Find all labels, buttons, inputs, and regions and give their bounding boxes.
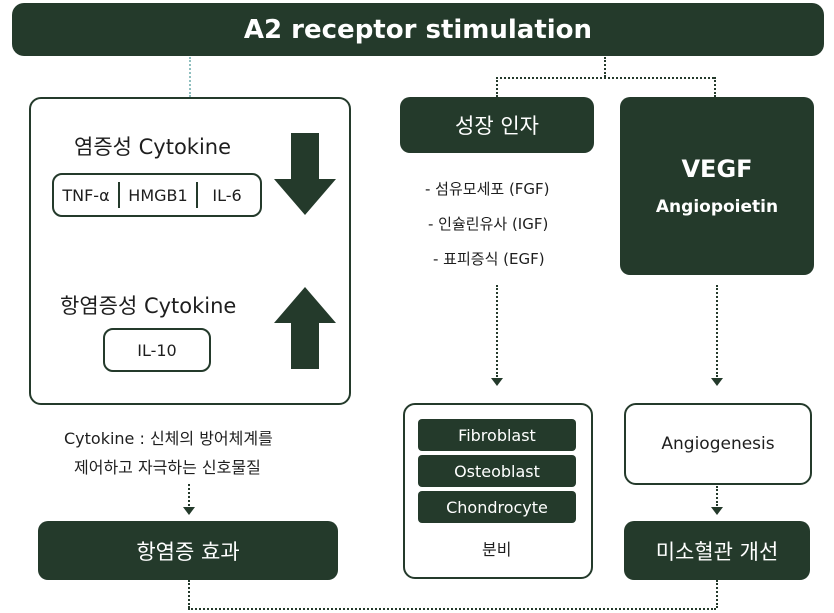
cytokine-note-line1: Cytokine : 신체의 방어체계를 — [64, 429, 273, 448]
main-title: A2 receptor stimulation — [243, 14, 593, 45]
anti-inflammatory-effect: 항염증 효과 — [136, 539, 240, 564]
connector-branch-right — [714, 77, 716, 97]
connector-bottom-right — [716, 580, 718, 608]
cell-type-label: Fibroblast — [458, 425, 536, 445]
connector-note-to-result — [188, 484, 190, 506]
cytokine-note-line2: 제어하고 자극하는 신호물질 — [74, 458, 261, 477]
arrow-down-icon — [711, 507, 723, 515]
connector-branch — [496, 77, 714, 79]
connector-angio-to-result — [716, 486, 718, 506]
cytokine-item: IL-6 — [212, 185, 242, 205]
connector-title-right — [604, 57, 606, 77]
arrow-down-icon — [711, 378, 723, 386]
growth-factor-box: 성장 인자 — [400, 97, 594, 153]
cytokine-item: TNF-α — [62, 185, 110, 205]
connector-title-left — [189, 57, 191, 97]
arrow-down-icon — [491, 378, 503, 386]
separator — [196, 182, 198, 208]
main-title-banner: A2 receptor stimulation — [12, 3, 824, 56]
anti-inflammatory-label: 항염증성 Cytokine — [60, 294, 237, 318]
angiogenesis-label: Angiogenesis — [661, 434, 775, 454]
cell-type-label: Osteoblast — [454, 461, 540, 481]
cell-type-label: Chondrocyte — [446, 497, 548, 517]
pro-inflammatory-label: 염증성 Cytokine — [74, 135, 232, 159]
vegf-box: VEGF Angiopoietin — [620, 97, 814, 275]
connector-vegf-to-angio — [716, 285, 718, 377]
connector-bottom-line — [188, 608, 716, 610]
secretion-label: 분비 — [482, 540, 512, 559]
separator — [118, 182, 120, 208]
angiogenesis-box: Angiogenesis — [624, 403, 812, 485]
growth-factor-item: - 섬유모세포 (FGF) — [425, 180, 550, 198]
cytokine-item: HMGB1 — [128, 185, 188, 205]
cell-type: Fibroblast — [418, 419, 576, 451]
decrease-arrow-icon — [274, 133, 336, 215]
connector-branch-left — [496, 77, 498, 97]
arrow-down-icon — [183, 507, 195, 515]
cell-type: Osteoblast — [418, 455, 576, 487]
anti-inflammatory-effect-box: 항염증 효과 — [38, 521, 338, 580]
connector-bottom-left — [188, 580, 190, 608]
growth-factor-item: - 표피증식 (EGF) — [433, 250, 545, 268]
increase-arrow-icon — [274, 287, 336, 369]
pro-inflammatory-list: TNF-α HMGB1 IL-6 — [52, 173, 262, 217]
cell-type: Chondrocyte — [418, 491, 576, 523]
cytokine-item: IL-10 — [137, 340, 177, 360]
microvessel-improvement-box: 미소혈관 개선 — [624, 521, 810, 580]
growth-factor-title: 성장 인자 — [455, 114, 539, 138]
microvessel-improvement: 미소혈관 개선 — [655, 539, 779, 564]
vegf-title: VEGF — [681, 155, 753, 183]
growth-factor-item: - 인슐린유사 (IGF) — [428, 215, 549, 233]
anti-inflammatory-item: IL-10 — [103, 328, 211, 372]
vegf-subtitle: Angiopoietin — [655, 197, 779, 217]
connector-growth-to-cells — [496, 285, 498, 377]
